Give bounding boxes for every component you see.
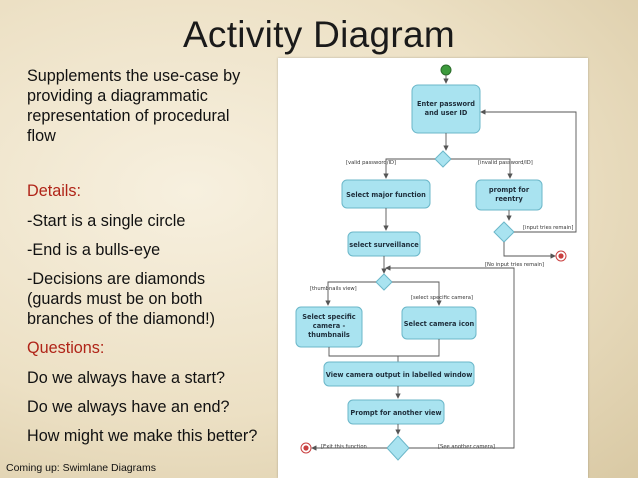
activity-label: Enter password: [417, 100, 475, 108]
end-node-core: [303, 445, 309, 451]
activity-label: Select major function: [346, 191, 426, 199]
activity-label: Prompt for another view: [350, 409, 441, 417]
guard-label: [No input tries remain]: [485, 262, 544, 268]
activity-label: reentry: [495, 195, 523, 203]
activity-label: thumbnails: [308, 331, 350, 339]
activity-label: Select camera icon: [404, 320, 475, 328]
activity-label: and user ID: [425, 109, 468, 117]
guard-label: [select specific camera]: [411, 295, 473, 301]
guard-label: [See another camera]: [438, 444, 495, 450]
activity-label: Select specific: [302, 313, 355, 321]
activity-label: select surveillance: [349, 241, 419, 249]
activity-prompt-another-view: [347, 399, 445, 425]
question-item: Do we always have a start?: [27, 369, 225, 387]
guard-label: [Exit this function: [321, 444, 367, 450]
guard-label: [valid password/ID]: [346, 160, 396, 166]
start-node: [440, 64, 452, 76]
activity-label: View camera output in labelled window: [326, 371, 473, 379]
guard-label: [invalid password/ID]: [478, 160, 533, 166]
questions-heading: Questions:: [27, 339, 105, 357]
guard-label: [thumbnails view]: [310, 286, 357, 292]
question-item: Do we always have an end?: [27, 398, 230, 416]
decision-diamond: [375, 273, 393, 291]
decision-diamond: [434, 150, 452, 168]
footer-note: Coming up: Swimlane Diagrams: [6, 462, 156, 474]
slide-title: Activity Diagram: [182, 14, 456, 55]
activity-diagram-svg: Enter password and user ID [valid passwo…: [295, 64, 577, 461]
activity-label: camera -: [313, 322, 346, 330]
intro-text: Supplements the use-case by providing a …: [27, 67, 241, 145]
detail-item: -End is a bulls-eye: [27, 241, 161, 259]
activity-view-camera-output: [323, 361, 475, 387]
decision-diamond: [493, 221, 515, 243]
detail-item: -Start is a single circle: [27, 212, 186, 230]
question-item: How might we make this better?: [27, 427, 258, 445]
activity-diagram: Enter password and user ID [valid passwo…: [278, 58, 588, 478]
decision-diamond: [386, 435, 410, 461]
activity-label: prompt for: [489, 186, 530, 194]
details-heading: Details:: [27, 182, 81, 200]
guard-label: [input tries remain]: [523, 225, 573, 231]
end-node-core: [558, 253, 564, 259]
detail-item: -Decisions are diamonds (guards must be …: [27, 270, 216, 328]
